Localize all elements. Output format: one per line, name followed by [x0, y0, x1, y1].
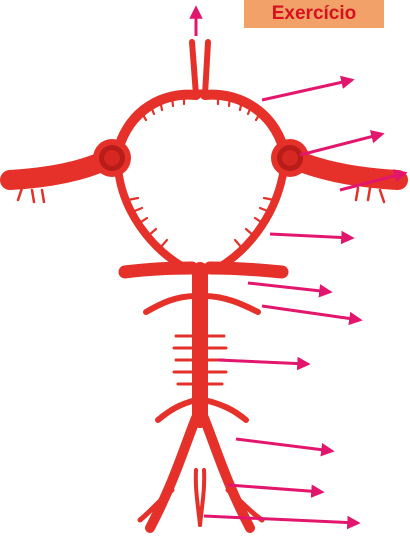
arrow-10	[204, 516, 358, 523]
arrow-5	[248, 283, 330, 292]
arrow-2	[300, 134, 382, 155]
posterior-cerebral-artery-right	[210, 268, 282, 272]
aica-left	[158, 400, 196, 420]
arrow-6	[262, 306, 360, 320]
aica-right	[204, 400, 246, 420]
anterior-cerebral-artery-right	[205, 42, 208, 95]
ring-perforators	[128, 96, 274, 248]
posterior-communicating-left	[118, 168, 185, 268]
posterior-communicating-right	[218, 168, 284, 268]
vertebral-artery-left	[150, 418, 196, 528]
anterior-spinal-right	[200, 470, 204, 525]
mca-end-branches	[18, 188, 384, 202]
superior-cerebellar-right	[204, 296, 258, 312]
arrow-9	[228, 485, 322, 492]
arrow-4	[270, 234, 352, 238]
arrow-1	[262, 80, 352, 100]
internal-carotid-right	[271, 139, 309, 177]
artery-network	[10, 42, 398, 528]
internal-carotid-left	[93, 139, 131, 177]
posterior-cerebral-artery-left	[125, 268, 192, 272]
middle-cerebral-artery-right	[296, 160, 398, 180]
arrow-7	[218, 360, 308, 364]
vertebral-artery-right	[204, 418, 250, 528]
arrow-8	[236, 439, 332, 451]
anterior-cerebral-artery-left	[192, 42, 196, 95]
anterior-ring-right	[205, 95, 284, 150]
exercise-badge: Exercício	[244, 0, 384, 28]
superior-cerebellar-left	[146, 296, 196, 312]
middle-cerebral-artery-left	[10, 160, 106, 180]
